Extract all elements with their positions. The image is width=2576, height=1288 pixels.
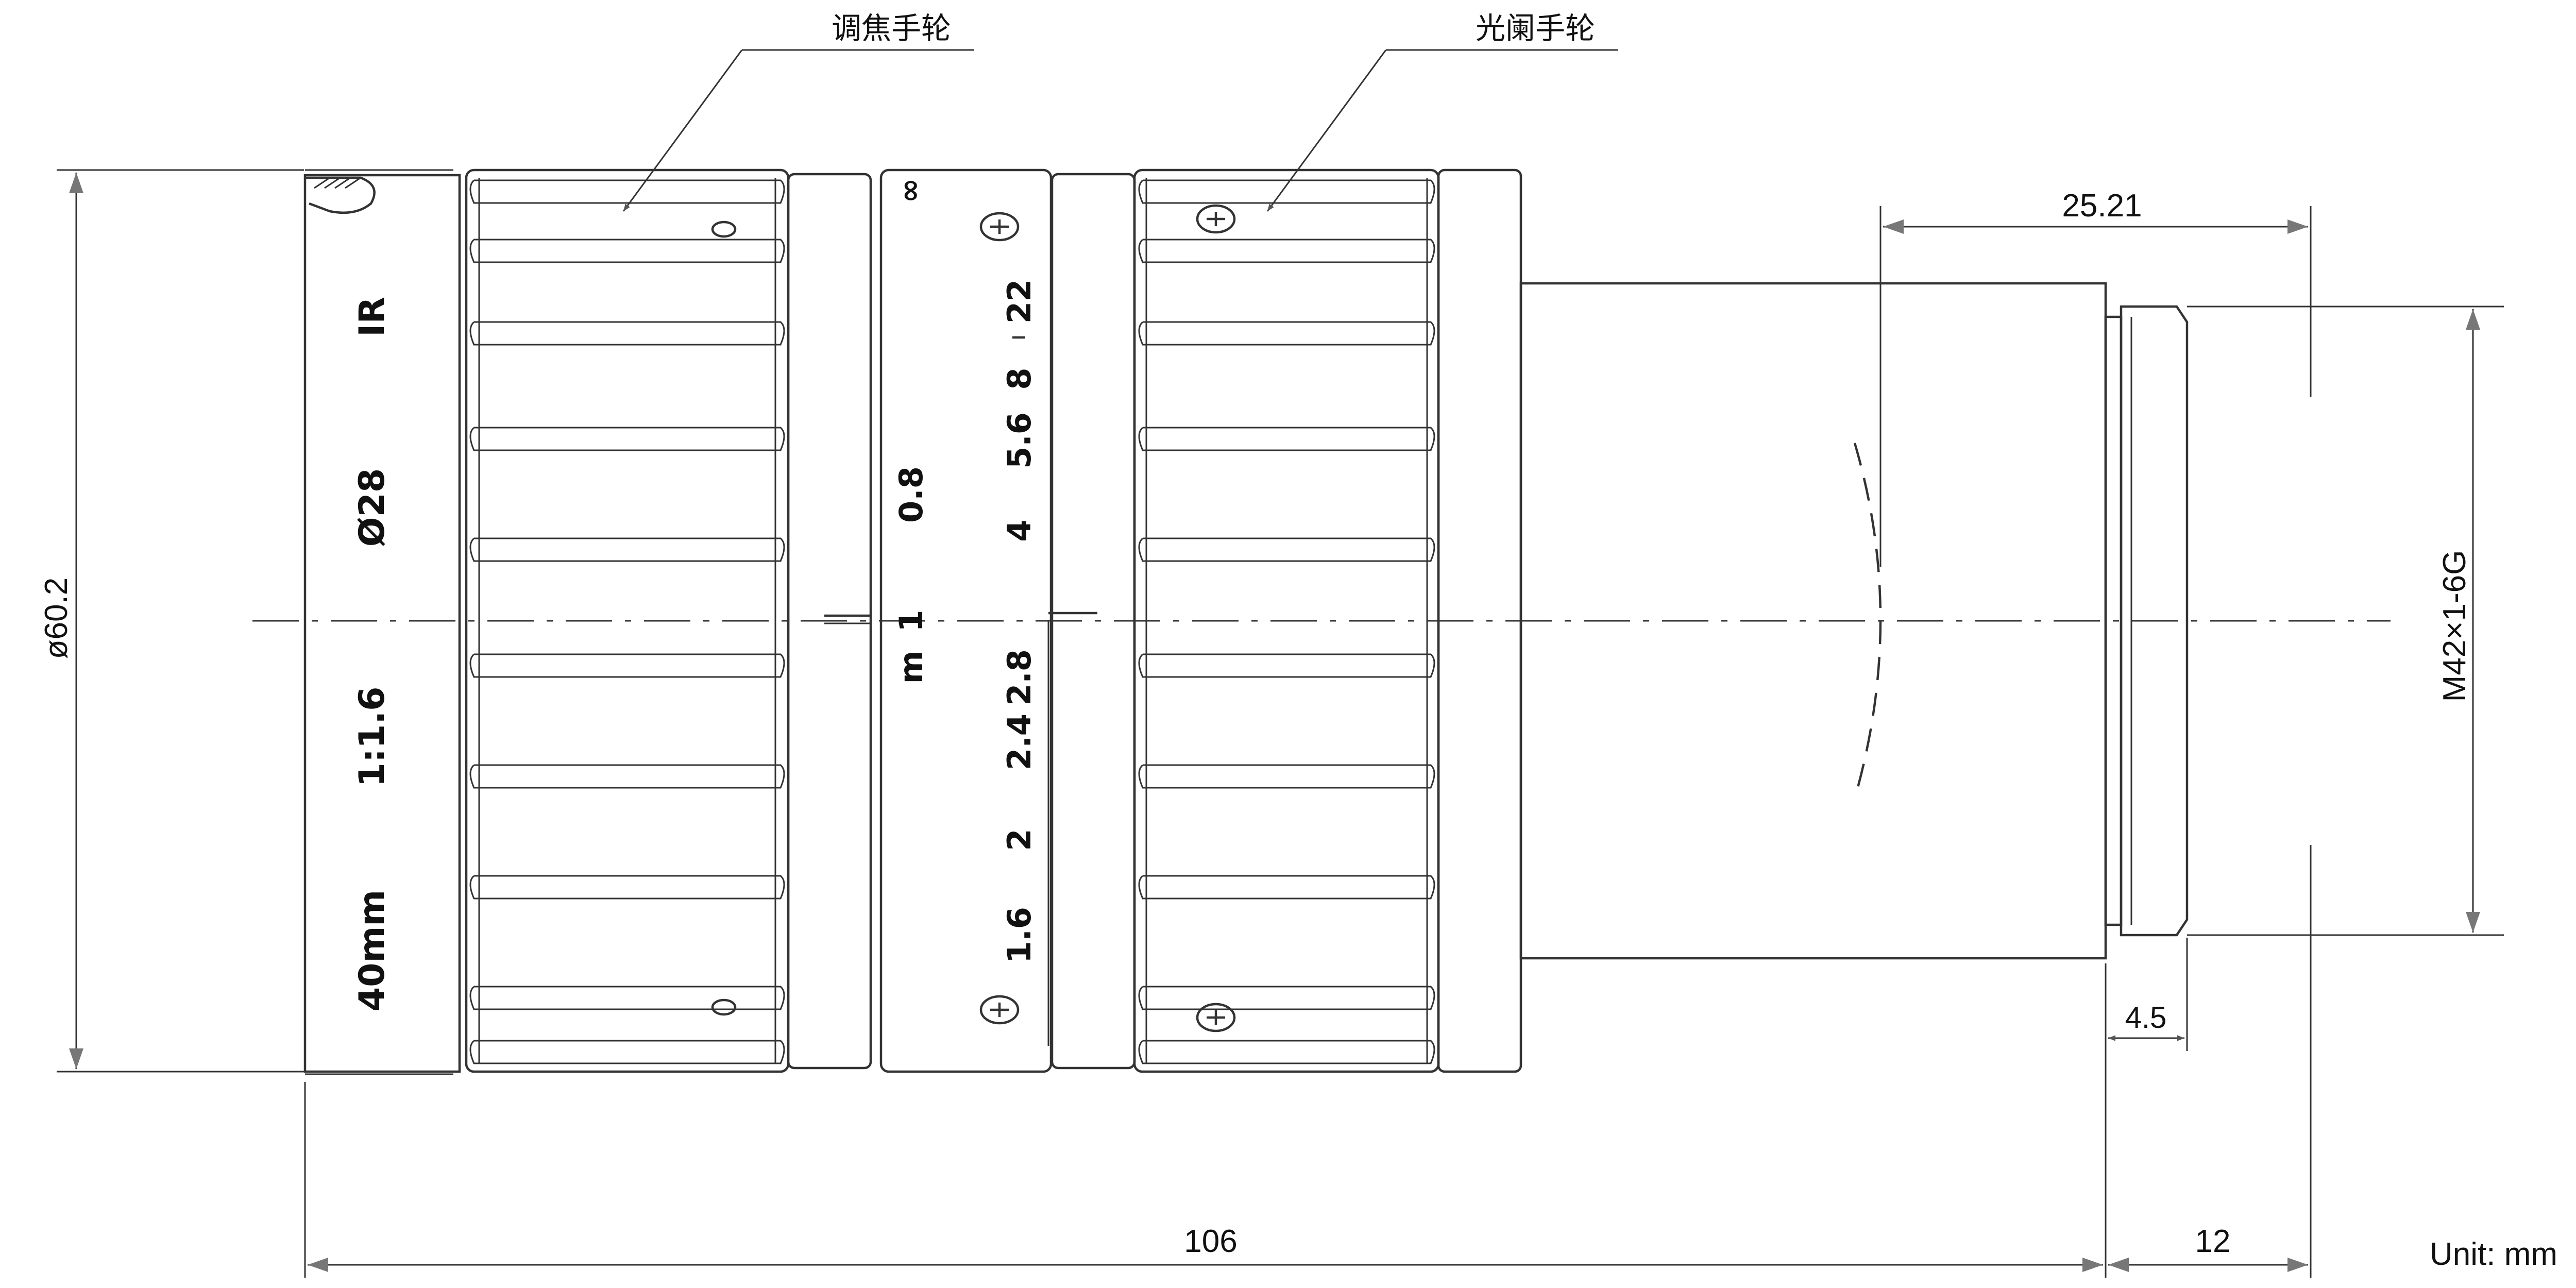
knurl-ridge bbox=[469, 764, 785, 789]
dim-total-length-label: 106 bbox=[1184, 1224, 1237, 1259]
focus-scale-unit: m bbox=[892, 651, 930, 684]
dim-mount-thread: M42×1-6G bbox=[2187, 306, 2504, 936]
dim-flange-offset-label: 4.5 bbox=[2125, 1001, 2167, 1035]
aperture-5-6: 5.6 bbox=[1001, 412, 1038, 469]
knurl-ridge bbox=[1138, 321, 1435, 346]
knurl-ridge bbox=[1138, 427, 1435, 451]
knurl-ridge bbox=[469, 653, 785, 678]
rear-barrel bbox=[1519, 282, 2189, 960]
marking-aperture-ratio: 1:1.6 bbox=[352, 687, 393, 787]
aperture-2-4: 2.4 bbox=[1001, 714, 1038, 770]
dim-flange-offset: 4.5 bbox=[2105, 938, 2188, 1051]
knurl-ridge bbox=[469, 427, 785, 451]
marking-focal-length: 40mm bbox=[352, 890, 393, 1011]
dim-back-focal-label: 25.21 bbox=[2062, 188, 2142, 224]
focus-scale: ∞ 0.8 1 m bbox=[892, 178, 930, 684]
focus-ring bbox=[465, 168, 872, 1073]
knurl-bands bbox=[469, 178, 1435, 1064]
dim-diameter-label: ø60.2 bbox=[39, 578, 74, 659]
aperture-4: 4 bbox=[1001, 519, 1038, 541]
screw-icon bbox=[1196, 204, 1236, 234]
dim-mount-thread-label: M42×1-6G bbox=[2437, 550, 2472, 702]
screws bbox=[711, 204, 1236, 1032]
knurl-ridge bbox=[469, 321, 785, 346]
aperture-8: 8 bbox=[1001, 367, 1038, 389]
screw-icon bbox=[1196, 1003, 1236, 1032]
knurl-ridge bbox=[1138, 986, 1435, 1010]
knurl-ridge bbox=[469, 537, 785, 562]
marking-ir: IR bbox=[352, 297, 393, 337]
callout-iris-ring-label: 光阑手轮 bbox=[1476, 12, 1595, 45]
dim-diameter: ø60.2 bbox=[39, 169, 304, 1073]
screw-icon bbox=[711, 998, 737, 1016]
aperture-1-6: 1.6 bbox=[1001, 907, 1038, 963]
focus-scale-inf: ∞ bbox=[892, 178, 927, 203]
screw-icon bbox=[979, 995, 1020, 1025]
knurl-ridge bbox=[469, 179, 785, 204]
knurl-ridge bbox=[1138, 764, 1435, 789]
screw-icon bbox=[711, 221, 737, 238]
screw-icon bbox=[979, 212, 1020, 242]
barrel-markings: IR Ø28 1:1.6 40mm bbox=[352, 297, 393, 1011]
knurl-ridge bbox=[1138, 239, 1435, 263]
aperture-22: 22 bbox=[1001, 279, 1038, 324]
knurl-ridge bbox=[1138, 875, 1435, 900]
callout-iris-ring: 光阑手轮 bbox=[1266, 12, 1618, 212]
knurl-ridge bbox=[1138, 179, 1435, 204]
dim-total-length: 106 bbox=[304, 963, 2107, 1278]
knurl-ridge bbox=[1138, 653, 1435, 678]
dim-back-focal: 25.21 bbox=[1879, 188, 2312, 567]
callout-focus-ring: 调焦手轮 bbox=[622, 12, 974, 212]
knurl-ridge bbox=[469, 239, 785, 263]
hatch-notch bbox=[305, 176, 376, 214]
marking-filter: Ø28 bbox=[352, 468, 393, 547]
aperture-scale: 22 8 5.6 4 2.8 2.4 2 1.6 bbox=[1001, 279, 1038, 963]
focus-scale-0-8: 0.8 bbox=[892, 466, 930, 523]
image-plane-arc bbox=[1853, 443, 1882, 799]
knurl-ridge bbox=[1138, 537, 1435, 562]
aperture-2-8: 2.8 bbox=[1001, 649, 1038, 706]
dim-mount-length-label: 12 bbox=[2195, 1224, 2231, 1259]
iris-ring bbox=[1050, 168, 1522, 1073]
dim-mount-length: 12 bbox=[2108, 845, 2312, 1278]
unit-label: Unit: mm bbox=[2430, 1236, 2557, 1272]
knurl-ridge bbox=[1138, 1040, 1435, 1064]
callout-focus-ring-label: 调焦手轮 bbox=[832, 12, 951, 45]
focus-scale-1: 1 bbox=[892, 609, 930, 632]
front-barrel bbox=[303, 169, 461, 1075]
knurl-ridge bbox=[469, 875, 785, 900]
aperture-2: 2 bbox=[1001, 828, 1038, 851]
knurl-ridge bbox=[469, 986, 785, 1010]
knurl-ridge bbox=[469, 1040, 785, 1064]
